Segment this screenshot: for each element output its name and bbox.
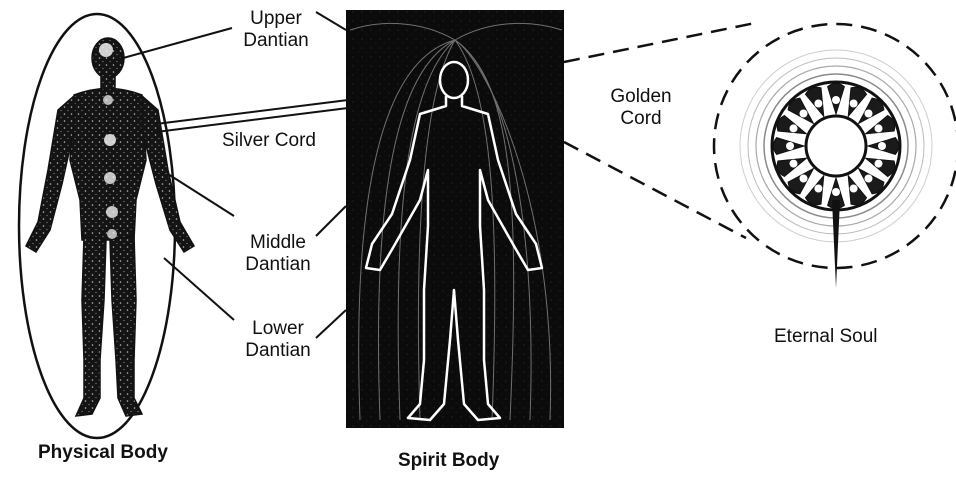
soul-petal-eye bbox=[865, 175, 873, 183]
middle-dantian-label-line1: Middle bbox=[236, 232, 320, 254]
soul-petal-eye bbox=[850, 185, 858, 193]
golden-cord-label: Golden Cord bbox=[606, 86, 676, 130]
spirit-body-label: Spirit Body bbox=[398, 450, 499, 472]
soul-inner-core bbox=[806, 116, 866, 176]
silver-cord bbox=[156, 100, 348, 132]
middle-dantian-label-line2: Dantian bbox=[236, 254, 320, 276]
golden-cord-label-line2: Cord bbox=[606, 108, 676, 130]
soul-tail bbox=[832, 200, 840, 288]
human-figure-silhouette bbox=[26, 38, 194, 416]
physical-body-label: Physical Body bbox=[38, 442, 168, 464]
upper-dantian-leader bbox=[116, 28, 232, 60]
eternal-soul-label: Eternal Soul bbox=[774, 326, 878, 348]
golden-cord-label-line1: Golden bbox=[606, 86, 676, 108]
soul-petal-eye bbox=[786, 142, 794, 150]
lower-dantian-panel-leader bbox=[316, 310, 346, 338]
upper-dantian-label-line2: Dantian bbox=[236, 30, 316, 52]
soul-petal-eye bbox=[790, 124, 798, 132]
soul-petal-eye bbox=[832, 188, 840, 196]
soul-petal-eye bbox=[875, 160, 883, 168]
soul-petal-eye bbox=[814, 100, 822, 108]
soul-petal-eye bbox=[875, 124, 883, 132]
soul-petal-eye bbox=[800, 110, 808, 118]
connector-lines bbox=[116, 12, 346, 338]
lower-dantian-label-line1: Lower bbox=[236, 318, 320, 340]
base-energy-point bbox=[107, 229, 117, 239]
soul-petal-eye bbox=[790, 160, 798, 168]
soul-petal-eye bbox=[865, 110, 873, 118]
soul-petal-eye bbox=[878, 142, 886, 150]
golden-cord-lines bbox=[564, 22, 760, 238]
lower-dantian-label-line2: Dantian bbox=[236, 340, 320, 362]
middle-dantian-label: Middle Dantian bbox=[236, 232, 320, 276]
physical-body-figure bbox=[19, 14, 194, 438]
middle-dantian-panel-leader bbox=[316, 206, 346, 236]
soul-petal-eye bbox=[814, 185, 822, 193]
spirit-body-panel bbox=[346, 10, 564, 428]
upper-dantian-label: Upper Dantian bbox=[236, 8, 316, 52]
soul-petal-eye bbox=[800, 175, 808, 183]
heart-energy-point bbox=[104, 134, 116, 146]
middle-energy-point bbox=[104, 172, 116, 184]
soul-petal-eye bbox=[832, 96, 840, 104]
head-energy-point bbox=[99, 43, 113, 57]
lower-dantian-leader bbox=[164, 258, 234, 320]
lower-energy-point bbox=[106, 206, 118, 218]
upper-dantian-label-line1: Upper bbox=[236, 8, 316, 30]
lower-dantian-label: Lower Dantian bbox=[236, 318, 320, 362]
throat-energy-point bbox=[103, 95, 113, 105]
silver-cord-label: Silver Cord bbox=[222, 130, 316, 152]
upper-dantian-panel-leader bbox=[316, 12, 346, 30]
soul-petal-eye bbox=[850, 100, 858, 108]
eternal-soul-emblem bbox=[714, 24, 956, 288]
